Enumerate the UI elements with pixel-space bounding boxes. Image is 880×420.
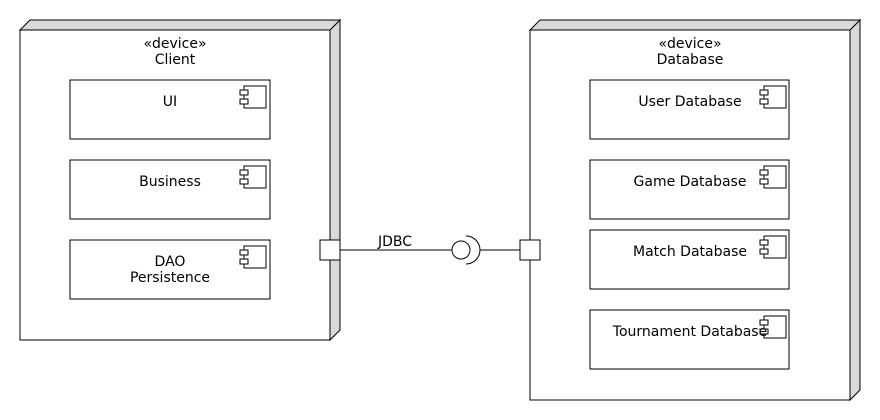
provided-interface-ball <box>451 240 471 260</box>
component-persistence-label: Persistence <box>130 270 210 286</box>
client-node-top <box>18 19 342 31</box>
client-node[interactable]: «device» Client UI Business <box>18 18 342 342</box>
component-icon <box>239 165 267 189</box>
component-icon <box>759 165 787 189</box>
client-node-stereotype: «device» <box>143 36 206 52</box>
component-business[interactable]: Business <box>69 159 271 220</box>
component-ui[interactable]: UI <box>69 79 271 140</box>
component-match-database[interactable]: Match Database <box>589 229 790 290</box>
required-interface-socket <box>465 235 481 265</box>
component-game-database[interactable]: Game Database <box>589 159 790 220</box>
database-node-stereotype: «device» <box>658 36 721 52</box>
component-dao-label: DAO <box>155 254 186 270</box>
database-node-top <box>528 19 862 31</box>
database-node-side <box>849 18 861 402</box>
client-node-name: Client <box>155 52 196 68</box>
component-tournament-database[interactable]: Tournament Database <box>589 309 790 370</box>
jdbc-connector[interactable]: JDBC <box>319 234 541 265</box>
component-dao-persistence[interactable]: DAO Persistence <box>69 239 271 300</box>
client-port[interactable] <box>319 239 341 261</box>
component-business-label: Business <box>139 174 201 190</box>
component-icon <box>759 315 787 339</box>
component-game-database-label: Game Database <box>634 174 747 190</box>
component-user-database-label: User Database <box>638 94 741 110</box>
component-icon <box>239 245 267 269</box>
database-port[interactable] <box>519 239 541 261</box>
component-icon <box>759 85 787 109</box>
connector-label: JDBC <box>377 234 412 250</box>
component-match-database-label: Match Database <box>633 244 747 260</box>
component-user-database[interactable]: User Database <box>589 79 790 140</box>
component-icon <box>759 235 787 259</box>
component-ui-label: UI <box>163 94 177 110</box>
database-node-name: Database <box>657 52 724 68</box>
client-node-side <box>329 18 341 342</box>
database-node[interactable]: «device» Database User Database Game Dat… <box>528 18 862 402</box>
component-icon <box>239 85 267 109</box>
component-tournament-database-label: Tournament Database <box>612 324 767 340</box>
